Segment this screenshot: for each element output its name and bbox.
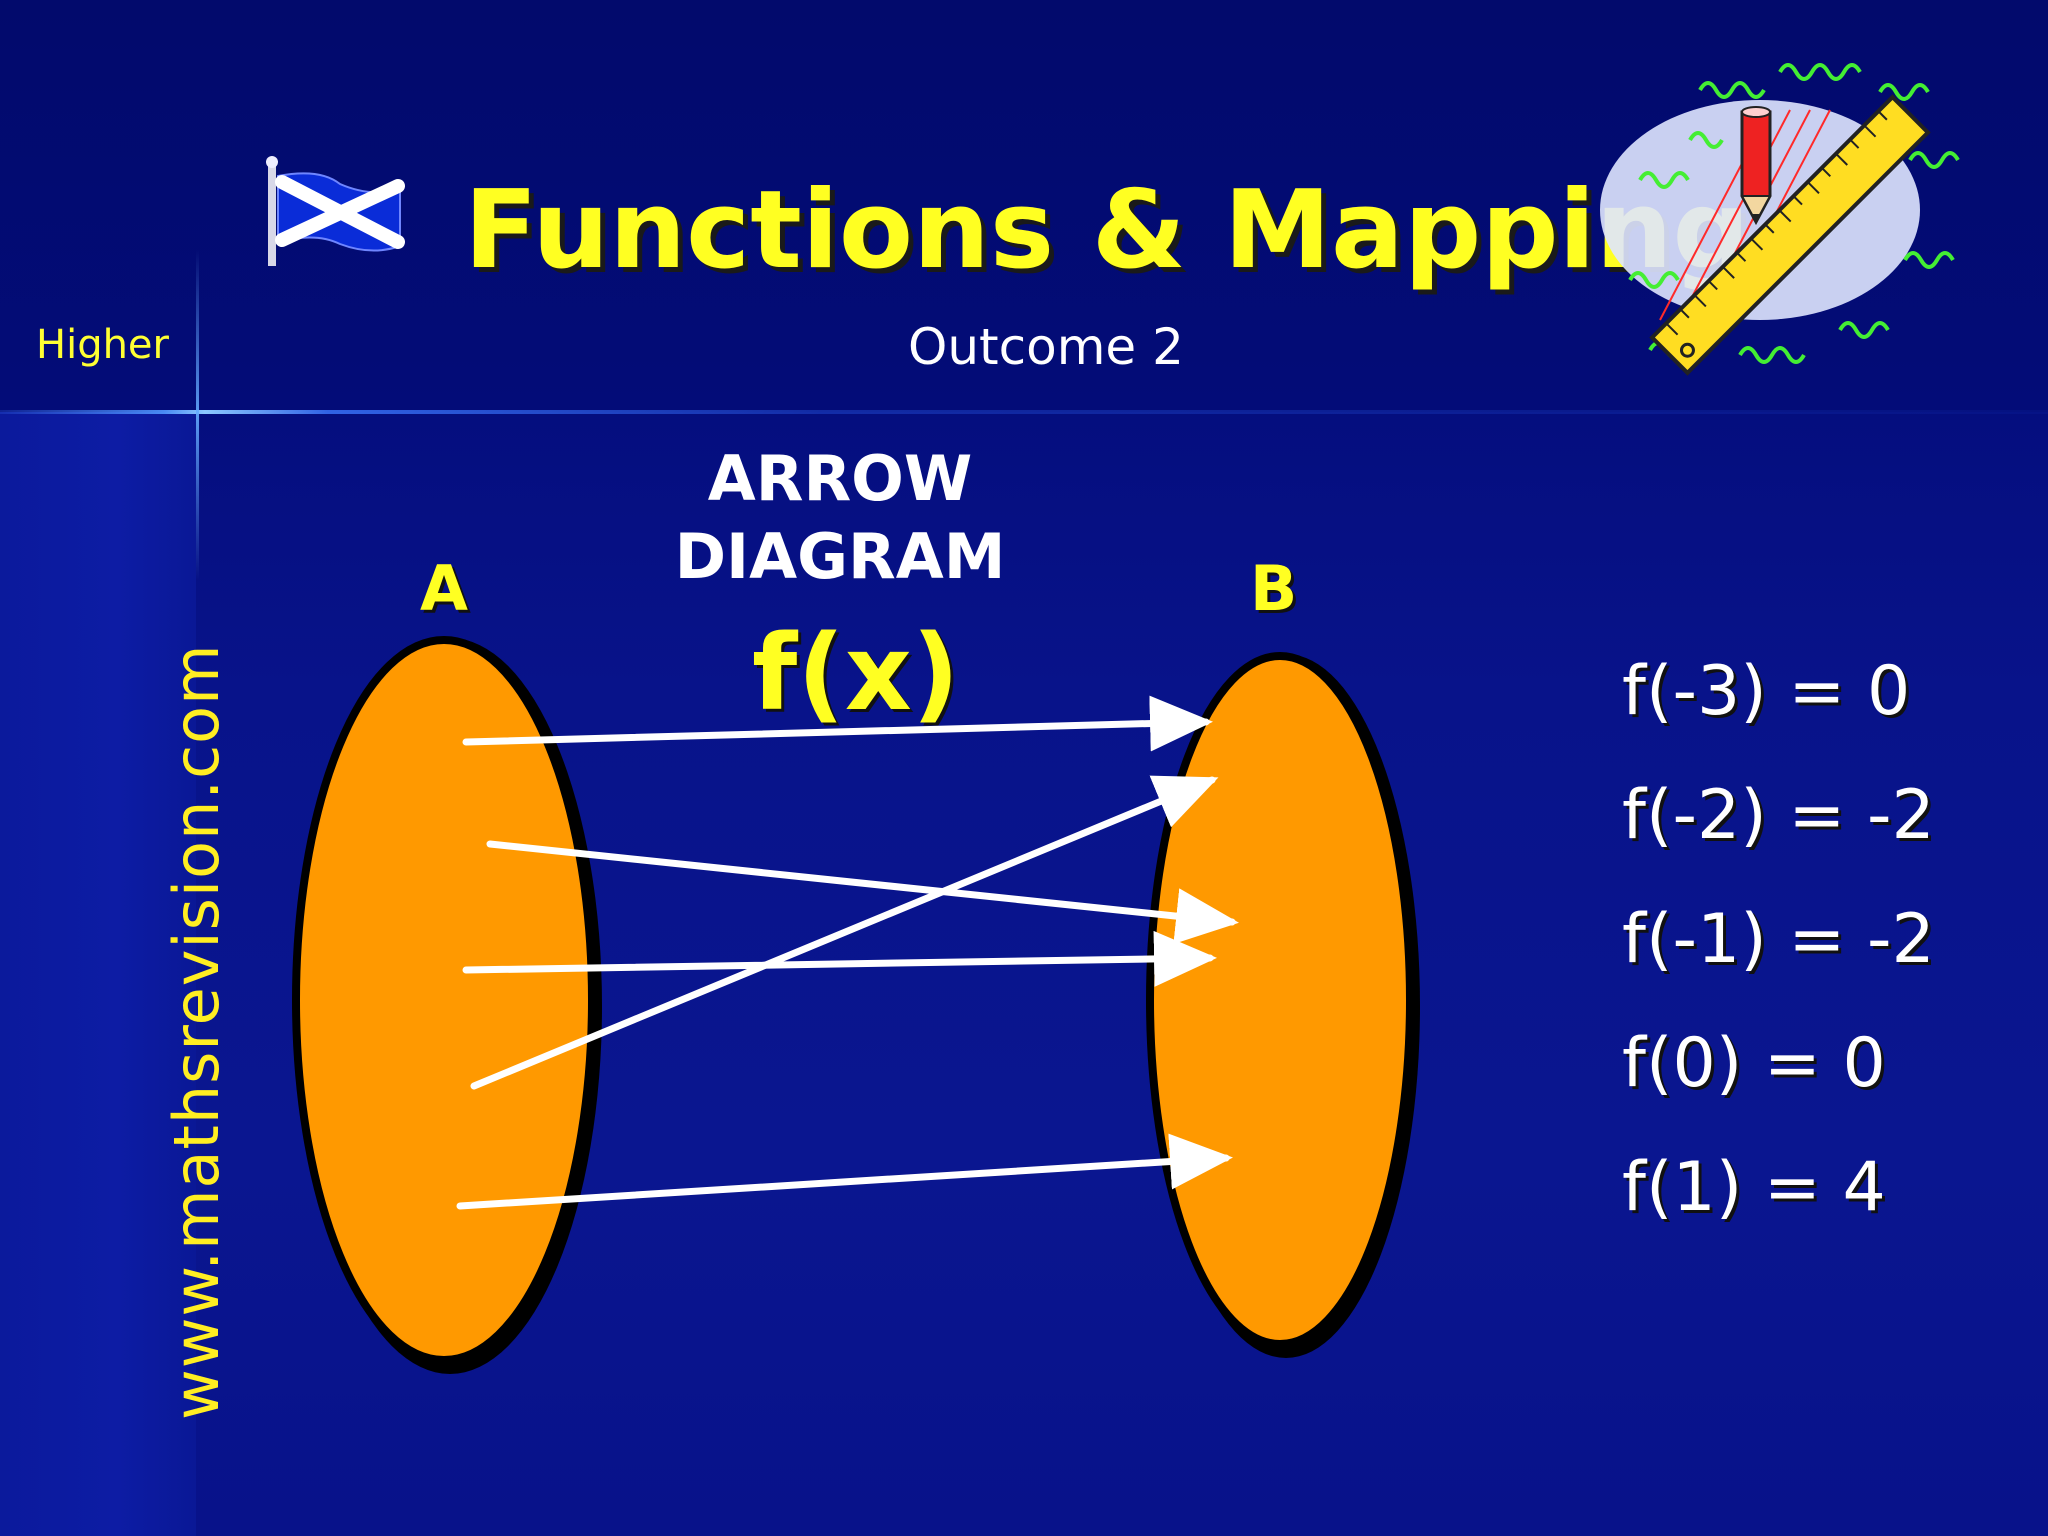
mapping-arrows <box>456 695 1239 1210</box>
slide-subtitle: Outcome 2 <box>908 318 1184 376</box>
mapping-result: f(-3) = 0 <box>1622 652 1911 731</box>
diagram-heading-line1: ARROW <box>707 442 973 515</box>
mapping-result: f(-2) = -2 <box>1622 776 1935 855</box>
set-b-label: B <box>1250 552 1298 625</box>
arrow-f-minus2 <box>486 840 1239 944</box>
mapping-result: f(0) = 0 <box>1622 1024 1886 1103</box>
sidebar-divider <box>196 250 199 580</box>
mapping-results: f(-3) = 0 f(-2) = -2 f(-1) = -2 f(0) = 0… <box>1622 630 1935 1250</box>
set-a-ellipse <box>292 636 596 1364</box>
diagram-heading: ARROW DIAGRAM <box>640 440 1040 596</box>
sidebar-band <box>0 412 196 1536</box>
mapping-result: f(-1) = -2 <box>1622 900 1935 979</box>
arrow-f-1 <box>456 1133 1233 1210</box>
diagram-heading-line2: DIAGRAM <box>674 520 1006 593</box>
slide-title: Functions & Mapping <box>464 168 1750 293</box>
arrow-f-0 <box>470 775 1219 1090</box>
mapping-result: f(1) = 4 <box>1622 1148 1886 1227</box>
set-b-ellipse <box>1146 652 1414 1348</box>
function-label: f(x) <box>752 612 960 734</box>
header-divider <box>0 410 2048 414</box>
arrow-f-minus1 <box>462 930 1217 987</box>
set-a-label: A <box>420 552 468 625</box>
level-label: Higher <box>36 322 169 368</box>
arrow-f-minus3 <box>462 695 1213 752</box>
